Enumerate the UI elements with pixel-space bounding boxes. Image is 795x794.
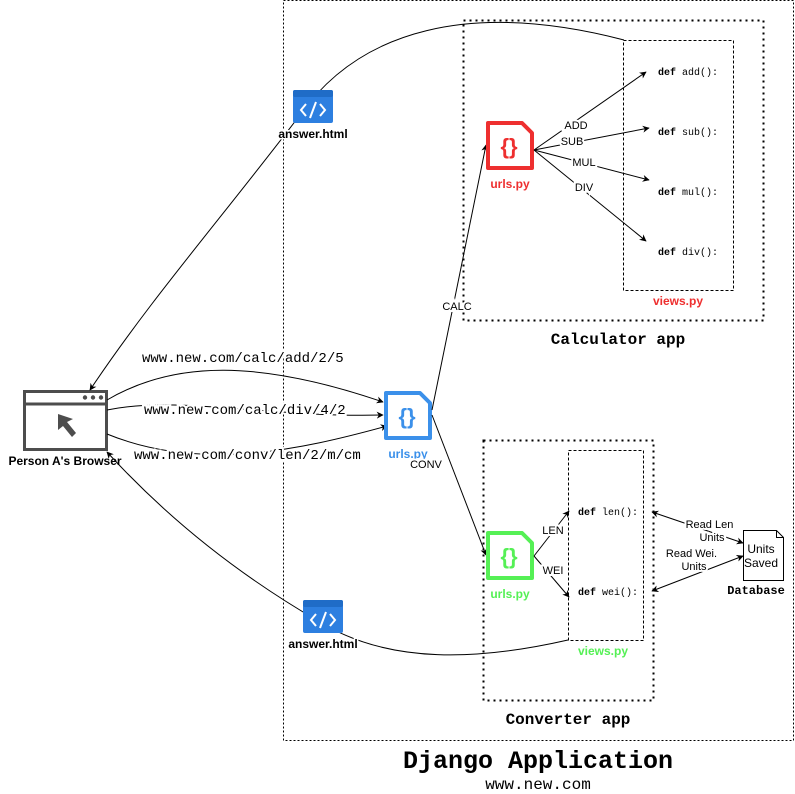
conv-route-label-len: LEN [542, 525, 563, 537]
calc-answer-code-window-icon [293, 90, 333, 123]
django-domain: www.new.com [485, 776, 591, 794]
request-arrow-conv [106, 424, 388, 456]
converter-urls-label: urls.py [490, 587, 530, 601]
calc-route-label-sub: SUB [561, 136, 584, 148]
django-title: Django Application [403, 747, 673, 776]
browser-label: Person A's Browser [8, 454, 121, 468]
conv-route-arrow-len [533, 510, 570, 557]
converter-views-label: views.py [578, 644, 628, 658]
route-arrow-calc [431, 144, 489, 411]
conv-route-arrow-wei [533, 555, 570, 598]
route-arrow-conv [431, 414, 487, 556]
database-document-icon: Units Saved [743, 530, 784, 581]
calculator-views-box [623, 40, 734, 291]
calculator-app-title: Calculator app [551, 331, 685, 349]
converter-views-box [568, 450, 644, 641]
svg-text:{}: {} [500, 134, 518, 159]
svg-text:Units: Units [747, 542, 774, 556]
svg-text:Saved: Saved [744, 556, 778, 570]
calculator-views-label: views.py [653, 294, 703, 308]
db-read-wei-label: Read Wei. Units [666, 548, 720, 573]
browser-window-icon [23, 390, 108, 451]
calc-route-arrow-div [533, 149, 647, 242]
conv-answer-code-window-icon [303, 600, 343, 633]
request-label-add: www.new.com/calc/add/2/5 [142, 351, 344, 367]
calc-func-add: def add(): [658, 67, 718, 79]
db-read-len-label: Read Len Units [686, 519, 737, 544]
calculator-app-container [462, 19, 765, 322]
converter-app-title: Converter app [506, 711, 631, 729]
conv-route-label-wei: WEI [543, 565, 564, 577]
request-label-conv: www.new.com/conv/len/2/m/cm [134, 448, 361, 464]
calc-route-arrow-mul [533, 149, 650, 182]
calc-route-label-mul: MUL [572, 157, 595, 169]
route-label-conv: CONV [410, 459, 442, 471]
request-arrow-div [106, 404, 384, 419]
calc-route-label-div: DIV [575, 182, 594, 194]
main-urls-label: urls.py [388, 447, 428, 461]
django-app-container [283, 0, 794, 741]
conv-answer-label: answer.html [288, 637, 357, 651]
request-arrow-add [106, 369, 384, 404]
db-read-len-arrow [651, 510, 744, 545]
svg-text:{}: {} [398, 404, 416, 429]
calc-func-div: def div(): [658, 247, 718, 259]
request-label-div: www.new.com/calc/div/4/2 [144, 403, 346, 419]
calc-func-mul: def mul(): [658, 187, 718, 199]
calculator-urls-label: urls.py [490, 177, 530, 191]
svg-text:{}: {} [500, 544, 518, 569]
calculator-urls-file-icon: {} [486, 121, 534, 170]
conv-func-wei: def wei(): [578, 587, 638, 599]
database-label: Database [727, 584, 785, 598]
conv-func-len: def len(): [578, 507, 638, 519]
calc-response-arrow [89, 21, 625, 391]
converter-urls-file-icon: {} [486, 531, 534, 580]
calc-func-sub: def sub(): [658, 127, 718, 139]
route-label-calc: CALC [442, 301, 471, 313]
calc-route-arrow-sub [533, 125, 650, 151]
db-read-wei-arrow [651, 554, 744, 593]
main-urls-file-icon: {} [384, 391, 432, 440]
calc-route-arrow-add [533, 71, 647, 151]
calc-answer-label: answer.html [278, 127, 347, 141]
calc-route-label-add: ADD [564, 120, 587, 132]
